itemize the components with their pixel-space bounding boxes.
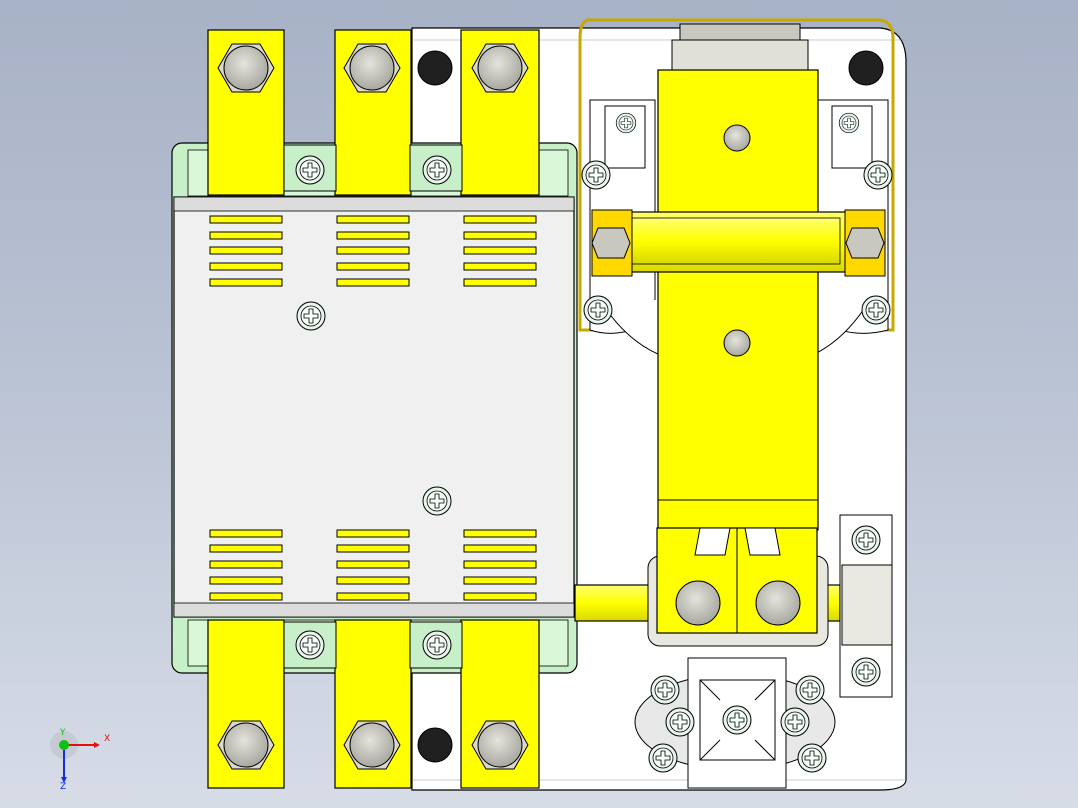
housing-screw bbox=[409, 144, 463, 192]
terminal-bottom-t1 bbox=[207, 619, 285, 789]
housing-screw bbox=[409, 621, 463, 669]
housing-screw bbox=[283, 144, 337, 192]
shaft-nut-left bbox=[591, 209, 633, 277]
operating-mechanism bbox=[578, 18, 895, 531]
lever-pin bbox=[723, 329, 751, 357]
terminal-top-l3 bbox=[460, 29, 540, 196]
frame-screw bbox=[863, 160, 893, 190]
terminal-bottom-t2 bbox=[334, 619, 412, 789]
mounting-hole bbox=[848, 50, 884, 86]
mounting-hole bbox=[417, 727, 453, 763]
axis-y-label: Y bbox=[60, 728, 66, 738]
cover-screw bbox=[422, 486, 452, 516]
axis-triad-graphic bbox=[50, 731, 100, 783]
frame-screw bbox=[581, 160, 611, 190]
rod-clamp bbox=[647, 527, 829, 647]
frame-screw bbox=[583, 295, 613, 325]
frame-screw bbox=[861, 295, 891, 325]
axis-x-label: X bbox=[104, 734, 111, 744]
side-bracket bbox=[839, 514, 893, 698]
housing-screw bbox=[283, 621, 337, 669]
arc-chute-cover bbox=[173, 196, 575, 618]
terminal-bottom-t3 bbox=[460, 619, 540, 789]
shaft-nut-right bbox=[844, 209, 886, 277]
axis-triad: X Y Z bbox=[40, 725, 120, 795]
lever-pin bbox=[723, 124, 751, 152]
axis-z-label: Z bbox=[60, 782, 67, 792]
terminal-top-l1 bbox=[207, 29, 285, 196]
mounting-hole bbox=[417, 50, 453, 86]
coil-terminal-block bbox=[634, 657, 836, 789]
cover-screw bbox=[296, 301, 326, 331]
terminal-top-l2 bbox=[334, 29, 412, 196]
